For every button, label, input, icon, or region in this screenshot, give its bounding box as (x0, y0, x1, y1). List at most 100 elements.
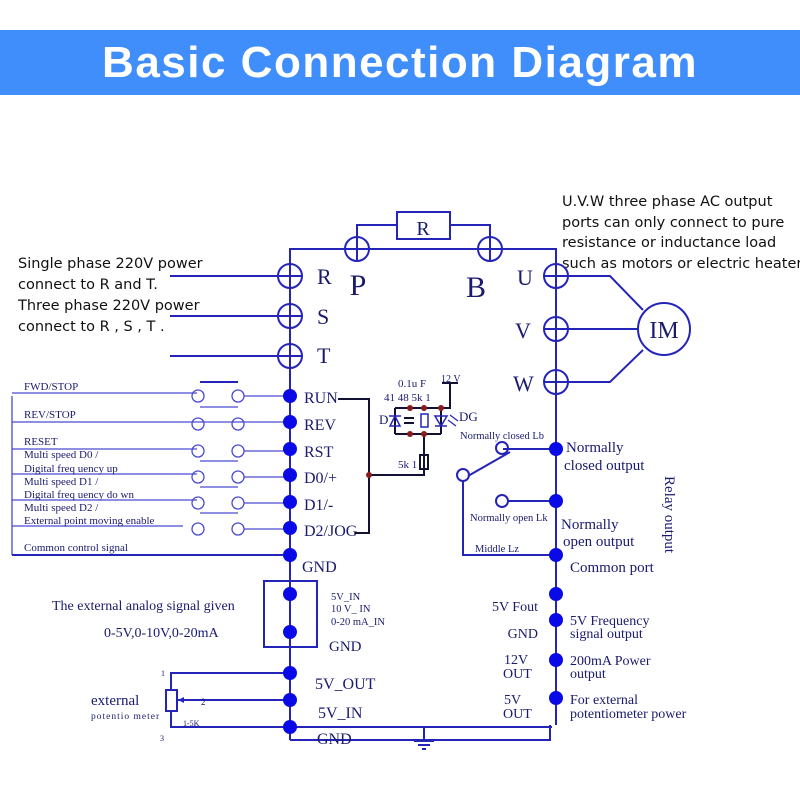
analog-input: The external analog signal given 0-5V,0-… (52, 562, 385, 740)
switch-label: Common control signal (24, 542, 128, 554)
title-banner: Basic Connection Diagram (0, 30, 800, 95)
pot-pin2: 2 (201, 697, 206, 707)
terminal-5v-out[interactable] (283, 666, 297, 680)
switch-label: Multi speed D1 / (24, 476, 99, 488)
analog-input-label: 10 V_ IN (331, 604, 371, 615)
terminal-d1[interactable] (283, 495, 297, 509)
output-left-label: GND (508, 627, 538, 642)
relay-output-label: Relay output (661, 476, 677, 554)
brake-resistor: R P B (344, 211, 503, 304)
output-left-label: 5V Fout (492, 600, 538, 615)
label-d2jog: D2/JOG (304, 523, 358, 540)
terminal-label: 5V_OUT (315, 676, 376, 693)
switch-label: FWD/STOP (24, 381, 78, 393)
output-left-label: OUT (503, 667, 532, 682)
output-right-label: 5V Frequency (570, 614, 649, 629)
analog-input-label: 5V_IN (331, 592, 361, 603)
output-left-label: OUT (503, 707, 532, 722)
switch-contacts (191, 381, 290, 536)
label-rev: REV (304, 417, 336, 434)
middle-label: Middle Lz (475, 544, 519, 555)
output-right-label: potentiometer power (570, 707, 687, 722)
terminal-rst[interactable] (283, 442, 297, 456)
v12-label: 12 V (441, 374, 461, 385)
label-gnd: GND (302, 559, 337, 576)
note-line: Three phase 220V power (17, 298, 200, 314)
label-w: W (513, 371, 534, 396)
terminal-analog-in[interactable] (283, 587, 297, 601)
pot-pin3: 3 (160, 734, 164, 743)
common-port-label: Common port (570, 560, 655, 576)
label-run: RUN (304, 390, 338, 407)
terminal-gnd[interactable] (283, 548, 297, 562)
switch-label: Multi speed D0 / (24, 449, 99, 461)
output-right-label: 200mA Power (570, 654, 651, 669)
cap-label: 0.1u F (398, 378, 426, 390)
note-line: Single phase 220V power (18, 256, 203, 272)
terminal-no[interactable] (549, 494, 563, 508)
label-d1: D1/- (304, 497, 333, 514)
switch-label: Digital freq uency up (24, 463, 118, 475)
terminal-nc[interactable] (549, 442, 563, 456)
res-label: 5k 1 (398, 459, 417, 471)
output-right-label: For external (570, 693, 638, 708)
terminal-analog-gnd[interactable] (283, 625, 297, 639)
pot-value: 1-5K (183, 719, 200, 728)
note-line: connect to R , S , T . (18, 319, 165, 335)
output-left-label: 12V (504, 653, 528, 668)
terminal-5v-in[interactable] (283, 693, 297, 707)
optocoupler-circuit: 5k 1 12 V 0.1u F 41 48 5k 1 D DG (338, 374, 478, 534)
terminal-12v-out[interactable] (549, 653, 563, 667)
switch-label: Multi speed D2 / (24, 502, 99, 514)
power-input-note: Single phase 220V power connect to R and… (17, 256, 203, 335)
terminal-run[interactable] (283, 389, 297, 403)
switch-label: RESET (24, 436, 58, 448)
resistor-label: R (416, 218, 430, 240)
label-rst: RST (304, 444, 334, 461)
analog-label: The external analog signal given (52, 599, 235, 614)
output-left-label: 5V (504, 693, 521, 708)
analog-range: 0-5V,0-10V,0-20mA (104, 626, 219, 641)
note-line: ports can only connect to pure (562, 215, 784, 231)
nc-contact-label: Normally closed Lb (460, 431, 544, 442)
note-line: U.V.W three phase AC output (562, 194, 773, 210)
switch-label: REV/STOP (24, 409, 76, 421)
pot-pin1: 1 (161, 669, 165, 678)
no-output-label: open output (563, 534, 635, 550)
relay: Normally closed Lb Normally open Lk Midd… (456, 431, 677, 576)
motor-icon (637, 302, 691, 356)
terminal-pot-gnd[interactable] (283, 720, 297, 734)
terminal-label: GND (317, 731, 352, 748)
label-d0: D0/+ (304, 470, 337, 487)
switch-label: External point moving enable (24, 515, 155, 527)
diode-label: D (379, 412, 388, 427)
output-terminals: U V W IM (513, 263, 691, 396)
no-output-label: Normally (561, 517, 619, 533)
pot-sub-label: potentio meter (91, 712, 160, 722)
label-v: V (515, 318, 531, 343)
potentiometer: external potentio meter 1-5K 1 2 3 5V_OU… (91, 666, 552, 750)
power-outputs: 5V Fout GND 12V OUT 5V OUT 5V Frequency … (492, 587, 687, 722)
terminal-top[interactable] (549, 587, 563, 601)
note-line: such as motors or electric heaters (562, 256, 800, 272)
terminal-label: 5V_IN (318, 705, 363, 722)
terminal-5v-out-r[interactable] (549, 691, 563, 705)
terminal-d0[interactable] (283, 468, 297, 482)
values-label: 41 48 5k 1 (384, 392, 431, 404)
analog-input-label: 0-20 mA_IN (331, 617, 385, 628)
power-terminals: R S T (170, 263, 332, 369)
output-right-label: signal output (570, 627, 643, 642)
terminal-common[interactable] (549, 548, 563, 562)
pot-label: external (91, 693, 139, 709)
analog-gnd-label: GND (329, 639, 362, 655)
motor-label: IM (649, 318, 678, 344)
terminal-5v-fout[interactable] (549, 613, 563, 627)
no-contact-label: Normally open Lk (470, 513, 548, 524)
terminal-rev[interactable] (283, 415, 297, 429)
note-line: resistance or inductance load (562, 235, 776, 251)
label-s: S (317, 304, 329, 329)
nc-output-label: Normally (566, 440, 624, 456)
terminal-d2[interactable] (283, 521, 297, 535)
page-title: Basic Connection Diagram (102, 38, 698, 87)
